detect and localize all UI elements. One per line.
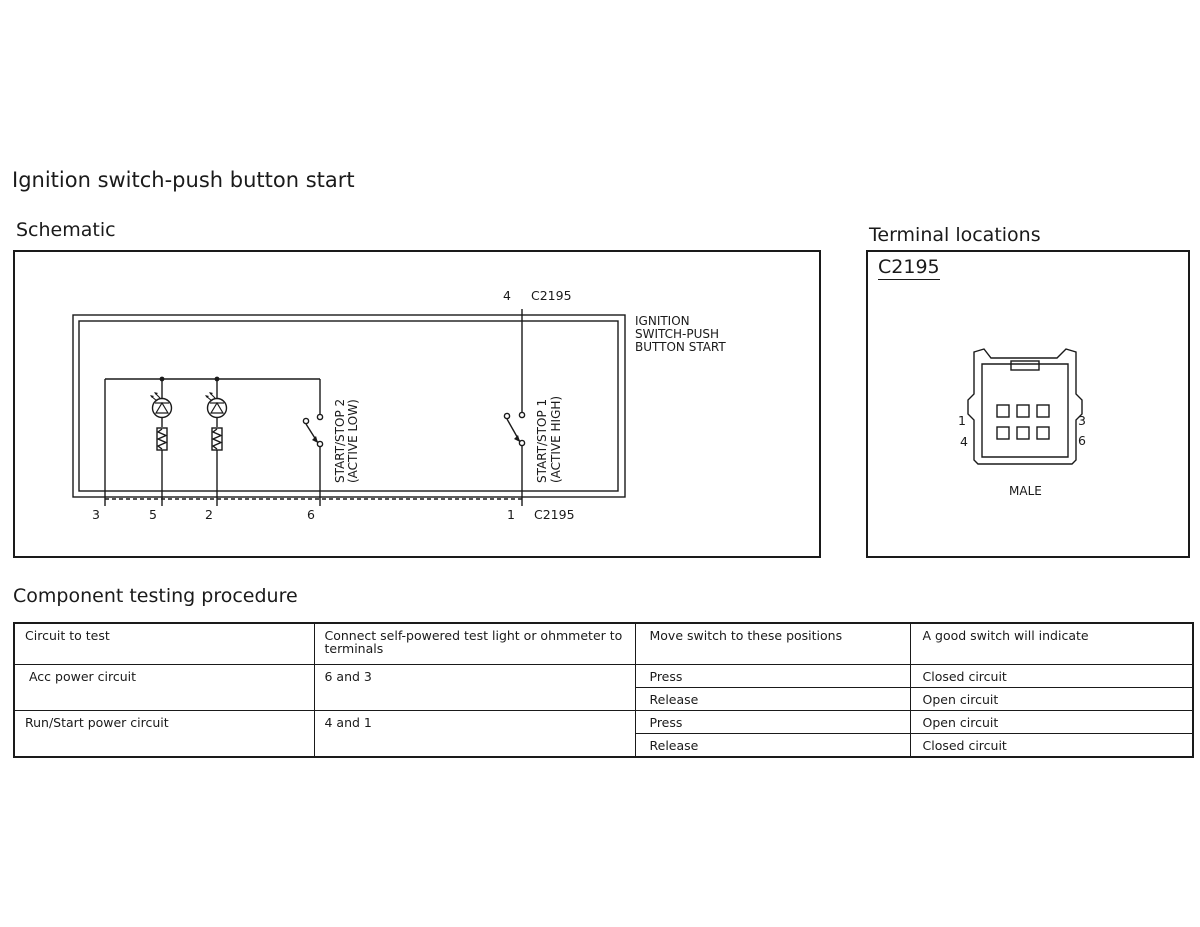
bottom-pin-label: 2 xyxy=(205,507,213,522)
terminal-pin-label: 6 xyxy=(1078,433,1086,448)
column-header: Circuit to test xyxy=(13,622,315,665)
led-indicator-1-icon xyxy=(151,397,173,419)
circuit-cell: Run/Start power circuit xyxy=(13,710,315,758)
switch-2-contact-left xyxy=(302,417,310,425)
indication-cell: Closed circuit xyxy=(909,733,1194,758)
bottom-pin-label: 1 xyxy=(507,507,515,522)
indication-cell: Open circuit xyxy=(909,710,1194,734)
column-header: A good switch will indicate xyxy=(909,622,1194,665)
switch-1-label: START/STOP 1 xyxy=(535,399,549,483)
column-header: Connect self-powered test light or ohmme… xyxy=(313,622,636,665)
indication-cell: Closed circuit xyxy=(909,664,1194,688)
switch-2-contact-top xyxy=(316,413,324,421)
switch-1-contact-left xyxy=(503,412,511,420)
page-title: Ignition switch-push button start xyxy=(12,168,355,192)
switch-2-sublabel: (ACTIVE LOW) xyxy=(346,399,360,483)
component-testing-heading: Component testing procedure xyxy=(13,585,298,607)
bottom-connector-name: C2195 xyxy=(534,507,575,522)
terminal-pin-label: 4 xyxy=(960,434,968,449)
component-label-line: IGNITION xyxy=(635,314,690,328)
component-outer-outline xyxy=(72,314,626,498)
position-cell: Press xyxy=(634,664,911,688)
terminals-cell: 6 and 3 xyxy=(313,664,636,711)
component-inner-outline xyxy=(78,320,619,492)
bottom-pin-label: 3 xyxy=(92,507,100,522)
switch-2-label: START/STOP 2 xyxy=(333,399,347,483)
component-label-line: SWITCH-PUSH xyxy=(635,327,719,341)
switch-1-contact-top xyxy=(518,411,526,419)
top-connector-name: C2195 xyxy=(531,288,572,303)
position-cell: Press xyxy=(634,710,911,734)
switch-1-sublabel: (ACTIVE HIGH) xyxy=(549,396,563,483)
terminal-locations-frame xyxy=(866,250,1190,558)
junction-dot xyxy=(214,376,220,382)
table-row: Run/Start power circuit 4 and 1 Press Op… xyxy=(13,710,1194,758)
bottom-pin-label: 6 xyxy=(307,507,315,522)
wiring-diagram: 4 C2195 IGNITION SWITCH-PUSH BUTTON STAR… xyxy=(72,288,1086,522)
component-label-line: BUTTON START xyxy=(635,340,726,354)
connector-face-icon xyxy=(967,348,1083,465)
led-indicator-2-icon xyxy=(206,397,228,419)
schematic-heading: Schematic xyxy=(16,219,116,241)
top-connector-pin: 4 xyxy=(503,288,511,303)
indication-cell: Open circuit xyxy=(909,687,1194,711)
bottom-pin-label: 5 xyxy=(149,507,157,522)
position-cell: Release xyxy=(634,687,911,711)
column-header: Move switch to these positions xyxy=(634,622,911,665)
table-header-row: Circuit to test Connect self-powered tes… xyxy=(13,622,1194,665)
terminal-locations-heading: Terminal locations xyxy=(869,224,1041,246)
table-row: Acc power circuit 6 and 3 Press Closed c… xyxy=(13,664,1194,711)
table-row: Release Closed circuit xyxy=(14,733,1194,758)
terminal-pin-label: 3 xyxy=(1078,413,1086,428)
terminal-connector-name: C2195 xyxy=(878,256,940,280)
terminals-cell: 4 and 1 xyxy=(313,710,636,758)
junction-dot xyxy=(159,376,165,382)
connector-gender: MALE xyxy=(1009,484,1042,498)
terminal-pin-label: 1 xyxy=(958,413,966,428)
circuit-cell: Acc power circuit xyxy=(13,664,315,711)
switch-1-contact-bottom xyxy=(518,439,526,447)
switch-2-contact-bottom xyxy=(316,440,324,448)
position-cell: Release xyxy=(634,733,911,758)
component-testing-table: Circuit to test Connect self-powered tes… xyxy=(13,622,1194,758)
schematic-frame xyxy=(13,250,821,558)
